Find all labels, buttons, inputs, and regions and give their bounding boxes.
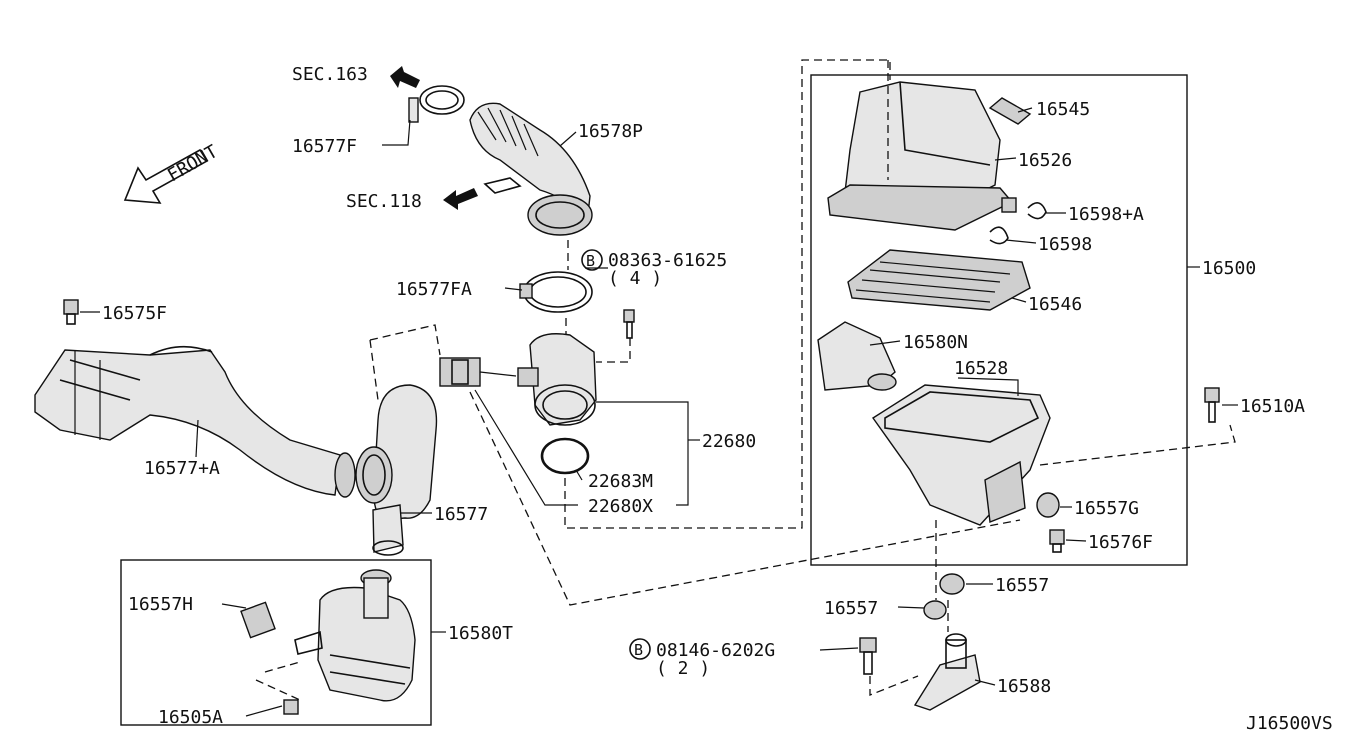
label-16500: 16500 bbox=[1202, 258, 1256, 279]
label-16505a: 16505A bbox=[158, 707, 223, 728]
label-16557-left: 16557 bbox=[824, 598, 878, 619]
airflow-meter-assembly bbox=[439, 333, 597, 426]
bolt-08363-61625 bbox=[623, 309, 635, 339]
sec118-reference: SEC.118 bbox=[346, 188, 478, 212]
label-22680: 22680 bbox=[702, 431, 756, 452]
label-16578p: 16578P bbox=[578, 121, 643, 142]
label-16588: 16588 bbox=[997, 676, 1051, 697]
label-16510a: 16510A bbox=[1240, 396, 1305, 417]
sec163-label: SEC.163 bbox=[292, 64, 368, 85]
label-16575f: 16575F bbox=[102, 303, 167, 324]
gasket-22683m bbox=[540, 437, 590, 475]
bolt-marker-upper: B bbox=[581, 249, 603, 271]
clip-16598 bbox=[989, 226, 1009, 245]
bracket-16588 bbox=[913, 633, 981, 711]
air-cleaner-cover-16526 bbox=[827, 60, 1014, 231]
label-16528: 16528 bbox=[954, 358, 1008, 379]
bolt-16510a bbox=[1204, 387, 1220, 423]
label-22680x: 22680X bbox=[588, 496, 653, 517]
label-16598a: 16598+A bbox=[1068, 204, 1144, 225]
clip-16598a bbox=[1001, 197, 1047, 220]
label-16598: 16598 bbox=[1038, 234, 1092, 255]
label-16577f: 16577F bbox=[292, 136, 357, 157]
callout-labels: 16545 16526 16598+A 16598 16500 16546 16… bbox=[102, 99, 1305, 728]
label-16526: 16526 bbox=[1018, 150, 1072, 171]
label-16545: 16545 bbox=[1036, 99, 1090, 120]
bracket-16580n bbox=[817, 321, 897, 391]
sec163-reference: SEC.163 bbox=[292, 64, 420, 88]
pin-16576f bbox=[1049, 529, 1065, 553]
mount-insulator-16557-upper bbox=[939, 573, 965, 595]
label-08363-qty: ( 4 ) bbox=[608, 268, 662, 289]
dashed-reference-lines bbox=[255, 59, 1236, 701]
grommet-16557g bbox=[1036, 492, 1060, 518]
air-cleaner-assembly-frame bbox=[810, 74, 1188, 566]
air-cleaner-body-16528 bbox=[872, 384, 1051, 526]
drawing-code: J16500VS bbox=[1246, 713, 1333, 734]
label-16557g: 16557G bbox=[1074, 498, 1139, 519]
bolt-08146-6202g bbox=[859, 637, 877, 675]
label-08363: 08363-61625 bbox=[608, 250, 727, 271]
label-08146: 08146-6202G bbox=[656, 640, 775, 661]
label-16576f: 16576F bbox=[1088, 532, 1153, 553]
bolt-marker-upper-label: B bbox=[586, 252, 595, 270]
label-16577: 16577 bbox=[434, 504, 488, 525]
resonator-duct-16577 bbox=[355, 384, 438, 556]
intake-duct-16578p bbox=[408, 85, 593, 236]
label-16577a: 16577+A bbox=[144, 458, 220, 479]
bolt-marker-lower-label: B bbox=[634, 641, 643, 659]
leader-lines bbox=[80, 107, 1238, 717]
label-16577fa: 16577FA bbox=[396, 279, 472, 300]
filter-element-16546 bbox=[847, 249, 1031, 311]
clamp-16577fa bbox=[519, 271, 593, 313]
air-inlet-duct-16577a bbox=[34, 299, 356, 498]
seal-16545 bbox=[988, 97, 1032, 125]
label-16557h: 16557H bbox=[128, 594, 193, 615]
label-08146-qty: ( 2 ) bbox=[656, 658, 710, 679]
label-16580n: 16580N bbox=[903, 332, 968, 353]
resonator-box-16580t bbox=[120, 559, 432, 726]
resonator-frame bbox=[120, 559, 432, 726]
bolt-marker-lower: B bbox=[629, 638, 651, 660]
sec118-label: SEC.118 bbox=[346, 191, 422, 212]
label-16557-right: 16557 bbox=[995, 575, 1049, 596]
mount-insulator-16557-lower bbox=[923, 600, 947, 620]
front-label: FRONT bbox=[164, 141, 222, 186]
label-22683m: 22683M bbox=[588, 471, 653, 492]
label-16580t: 16580T bbox=[448, 623, 513, 644]
label-16546: 16546 bbox=[1028, 294, 1082, 315]
front-direction-arrow: FRONT bbox=[123, 141, 222, 204]
